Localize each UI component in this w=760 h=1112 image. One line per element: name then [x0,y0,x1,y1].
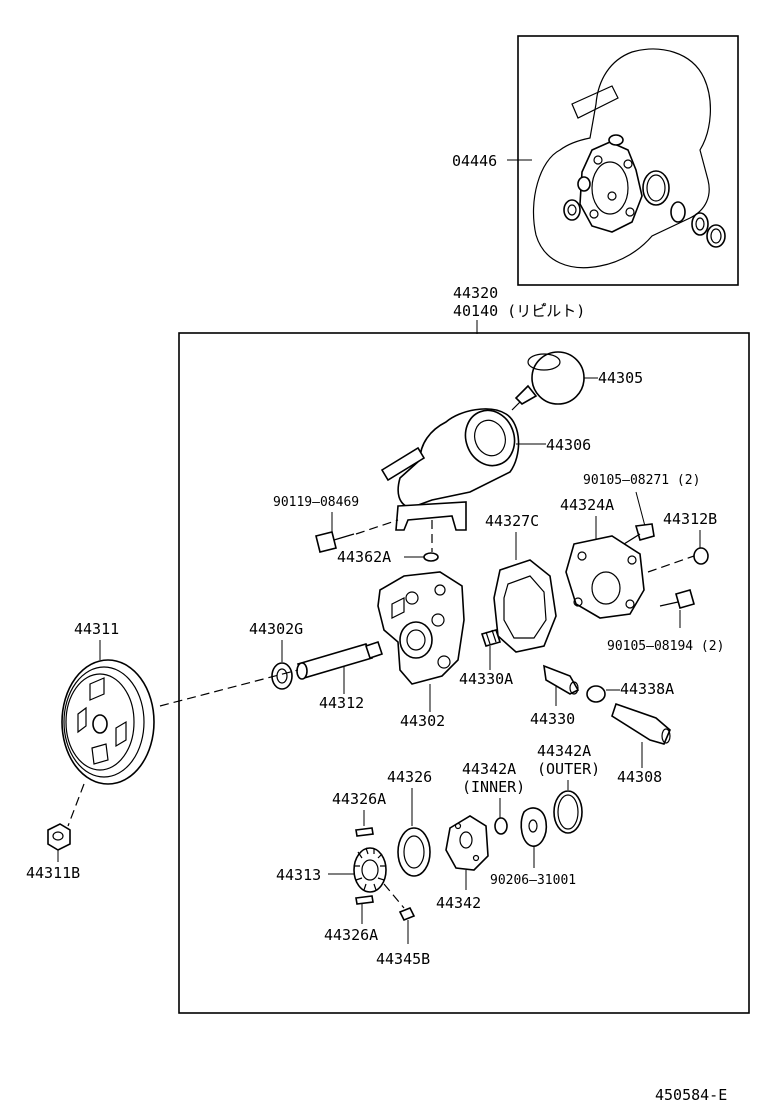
label-44330: 44330 [530,710,575,728]
label-44330A: 44330A [459,670,513,688]
plug-44312B [693,547,709,565]
o-ring-44342A-outer-inner [557,794,579,830]
label-44326A-top: 44326A [332,790,386,808]
reservoir-tank-44306 [380,408,520,531]
label-44327C: 44327C [485,512,539,530]
label-44312B: 44312B [663,510,717,528]
label-90119-08469: 90119–08469 [273,495,359,510]
nut-44311B [47,823,71,851]
gasket-kit-inset: 04446 [452,35,739,286]
gasket-44327C [493,559,557,653]
side-plate-44342 [445,815,489,871]
o-ring-44338A [586,685,606,703]
label-44345B: 44345B [376,950,430,968]
inset-oil-seal [563,199,581,221]
label-04446: 04446 [452,152,497,170]
o-ring-44342A-outer [553,790,583,834]
label-rebuilt-assembly: 40140 (リビ゚ルト) [453,302,585,320]
pin-44326A-top [355,827,374,837]
inset-bolt-hole [607,191,617,201]
inset-pump-silhouette [532,48,711,269]
label-44342A-inner-note: (INNER) [462,778,525,796]
assembly-frame [178,332,750,1014]
label-44342A-inner: 44342A [462,760,516,778]
label-44308: 44308 [617,768,662,786]
label-44311: 44311 [74,620,119,638]
washer-90206-31001 [520,807,548,847]
label-44326: 44326 [387,768,432,786]
label-44326A-bottom: 44326A [324,926,378,944]
label-90105-08271: 90105–08271 (2) [583,473,700,488]
inset-ring-inner [695,217,705,231]
shaft-44312 [296,640,384,680]
label-44311B: 44311B [26,864,80,882]
key-44345B [398,906,416,922]
label-44313: 44313 [276,866,321,884]
inset-ring-inner [710,228,722,244]
bolt-90105-08194 [659,589,695,609]
label-44338A: 44338A [620,680,674,698]
label-assembly: 44320 [453,284,498,302]
oil-seal-44302G [271,662,293,690]
label-44342A-outer-note: (OUTER) [537,760,600,778]
label-44342A-outer: 44342A [537,742,591,760]
pin-44326A-bottom [355,895,374,905]
label-44342: 44342 [436,894,481,912]
inset-o-ring [577,176,591,192]
spring-44330A [480,629,502,647]
inset-bolt-hole [589,209,599,219]
bolt-90119-08469 [315,531,355,553]
label-44302: 44302 [400,712,445,730]
inset-ring [670,201,686,223]
inset-bolt-hole [625,207,635,217]
o-ring-44362A [423,552,439,562]
inset-large-o-ring-inner [646,174,666,202]
label-90206-31001: 90206–31001 [490,873,576,888]
label-44362A: 44362A [337,548,391,566]
diagram-code: 450584-E [655,1086,727,1104]
inset-bolt-hole [593,155,603,165]
label-44312: 44312 [319,694,364,712]
label-44302G: 44302G [249,620,303,638]
label-44306: 44306 [546,436,591,454]
flow-control-valve-44330 [543,664,580,695]
bolt-90105-08271 [623,523,655,545]
pump-body-44302 [377,571,465,685]
cam-ring-44326 [397,827,431,877]
label-44305: 44305 [598,369,643,387]
label-90105-08194: 90105–08194 (2) [607,639,724,654]
label-44324A: 44324A [560,496,614,514]
reservoir-cap-44305 [511,351,585,411]
union-44308 [611,702,671,745]
inset-ring [706,224,726,248]
rotor-44313 [353,847,387,893]
inset-hose-ghost [571,85,619,119]
inset-bolt-hole [623,159,633,169]
o-ring-44342A-inner [494,817,508,835]
inset-gasket-window [591,161,629,215]
inset-o-ring-top [608,134,624,146]
cover-44324A [565,535,645,619]
pulley-44311 [61,659,155,785]
inset-oil-seal-inner [567,204,577,216]
inset-ring [691,212,709,236]
